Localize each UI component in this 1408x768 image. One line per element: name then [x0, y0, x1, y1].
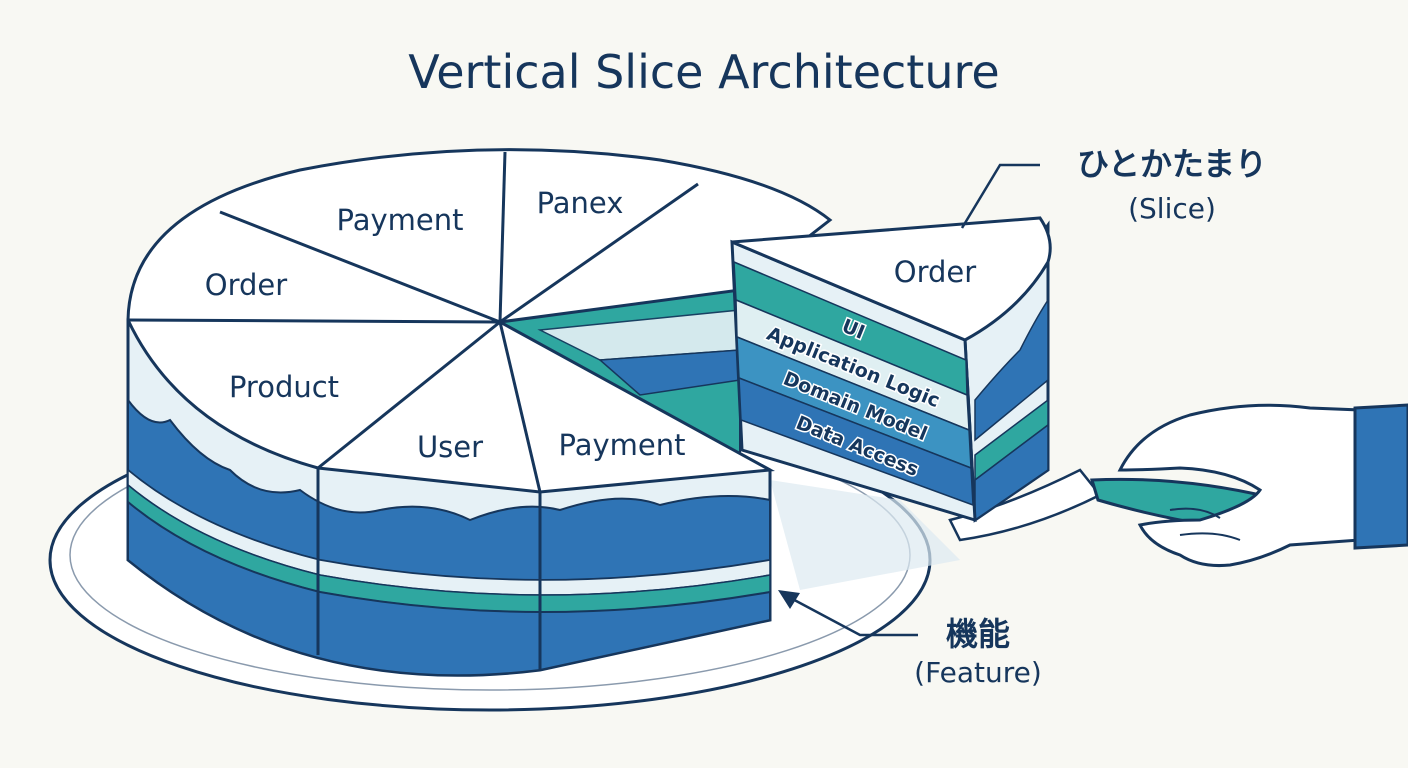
diagram-title: Vertical Slice Architecture	[408, 45, 999, 99]
segment-label: Product	[229, 370, 339, 404]
hand-finger	[1179, 532, 1241, 541]
slice-callout-sub: (Slice)	[1128, 192, 1216, 225]
sleeve	[1353, 403, 1408, 550]
segment-label: Payment	[559, 428, 686, 462]
slice-layer-data-band	[738, 376, 974, 507]
slice-callout-main: ひとかたまり	[1077, 145, 1267, 183]
cut-line	[499, 182, 699, 324]
slice-callout-line	[960, 163, 1040, 229]
segment-label: Payment	[337, 203, 464, 237]
cut-line	[127, 318, 501, 324]
segment-label: User	[417, 430, 483, 464]
hand	[1117, 403, 1362, 567]
segment-label: Panex	[537, 186, 624, 220]
slice-top-label: Order	[894, 255, 976, 289]
cake-layer-blue-lower	[127, 499, 771, 677]
cut-line	[498, 321, 542, 493]
plate-shadow	[770, 480, 960, 590]
feature-callout-main: 機能	[946, 615, 1010, 653]
segment-label: Order	[205, 268, 287, 302]
hand-finger	[1169, 507, 1221, 519]
slice-side-blue	[974, 297, 1049, 442]
cut-line	[498, 151, 507, 323]
removed-slice: Order UI Application Logic Domain Model …	[730, 216, 1052, 523]
cut-line	[317, 320, 501, 470]
arrow-head-icon	[778, 590, 800, 609]
feature-callout-sub: (Feature)	[914, 656, 1042, 689]
feature-callout-line	[784, 593, 918, 637]
cut-line	[219, 210, 501, 324]
slice-top	[731, 216, 1052, 342]
